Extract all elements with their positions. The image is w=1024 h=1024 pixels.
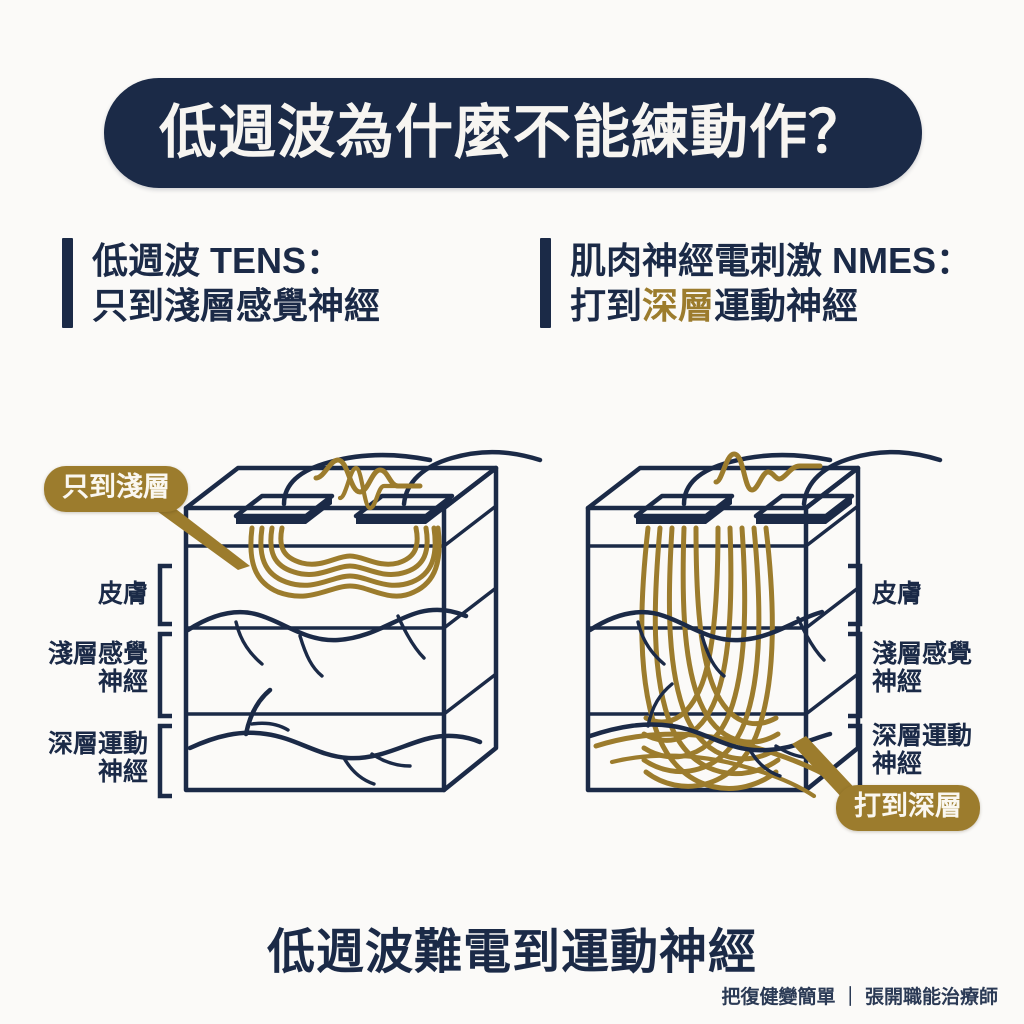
nmes-nerve-branch-icon bbox=[587, 609, 833, 778]
column-heading-tens: 低週波 TENS： 只到淺層感覺神經 bbox=[62, 238, 380, 328]
tens-electrode-pad-icon bbox=[233, 449, 543, 524]
tens-subheading-text: 只到淺層感覺神經 bbox=[92, 285, 381, 326]
nmes-heading: 肌肉神經電刺激 NMES： bbox=[570, 240, 973, 281]
nmes-subheading: 打到深層運動神經 bbox=[570, 283, 972, 328]
tens-skin-block-icon bbox=[183, 465, 499, 793]
tens-current-arc-icon bbox=[248, 525, 442, 599]
nmes-subheading-prefix: 打到 bbox=[570, 285, 643, 326]
accent-bar-nmes bbox=[540, 238, 551, 328]
tens-badge-pointer bbox=[150, 506, 250, 570]
title-pill: 低週波為什麼不能練動作？ bbox=[104, 78, 922, 188]
nmes-callout-badge: 打到深層 bbox=[836, 785, 980, 831]
nmes-subheading-highlight: 深層 bbox=[642, 285, 715, 326]
tens-waveform-icon bbox=[313, 457, 423, 511]
column-heading-nmes: 肌肉神經電刺激 NMES： 打到深層運動神經 bbox=[540, 238, 972, 328]
nmes-current-arc-icon bbox=[593, 525, 841, 799]
nmes-layer-label-deep: 深層運動 神經 bbox=[872, 722, 973, 778]
tens-heading: 低週波 TENS： bbox=[92, 240, 343, 281]
tens-layer-label-deep: 深層運動 神經 bbox=[47, 730, 148, 786]
nmes-electrode-pad-icon bbox=[633, 449, 943, 524]
accent-bar-tens bbox=[62, 238, 73, 328]
nmes-layer-label-skin: 皮膚 bbox=[872, 580, 923, 608]
credit-line: 把復健變簡單 ｜ 張開職能治療師 bbox=[721, 987, 998, 1008]
nmes-subheading-suffix: 運動神經 bbox=[714, 285, 859, 326]
tens-layer-label-skin: 皮膚 bbox=[97, 580, 148, 608]
nmes-waveform-icon bbox=[713, 451, 823, 493]
tens-subheading: 只到淺層感覺神經 bbox=[92, 283, 380, 328]
page-title: 低週波為什麼不能練動作？ bbox=[158, 100, 867, 165]
tens-callout-badge: 只到淺層 bbox=[44, 466, 188, 512]
tens-layer-label-shallow: 淺層感覺 神經 bbox=[47, 640, 148, 696]
nmes-layer-label-shallow: 淺層感覺 神經 bbox=[872, 640, 973, 696]
bottom-caption: 低週波難電到運動神經 bbox=[266, 926, 757, 979]
nmes-layer-brackets bbox=[848, 563, 863, 799]
tens-layer-brackets bbox=[157, 563, 172, 799]
tens-nerve-branch-icon bbox=[185, 607, 483, 786]
nmes-skin-block-icon bbox=[585, 465, 861, 793]
